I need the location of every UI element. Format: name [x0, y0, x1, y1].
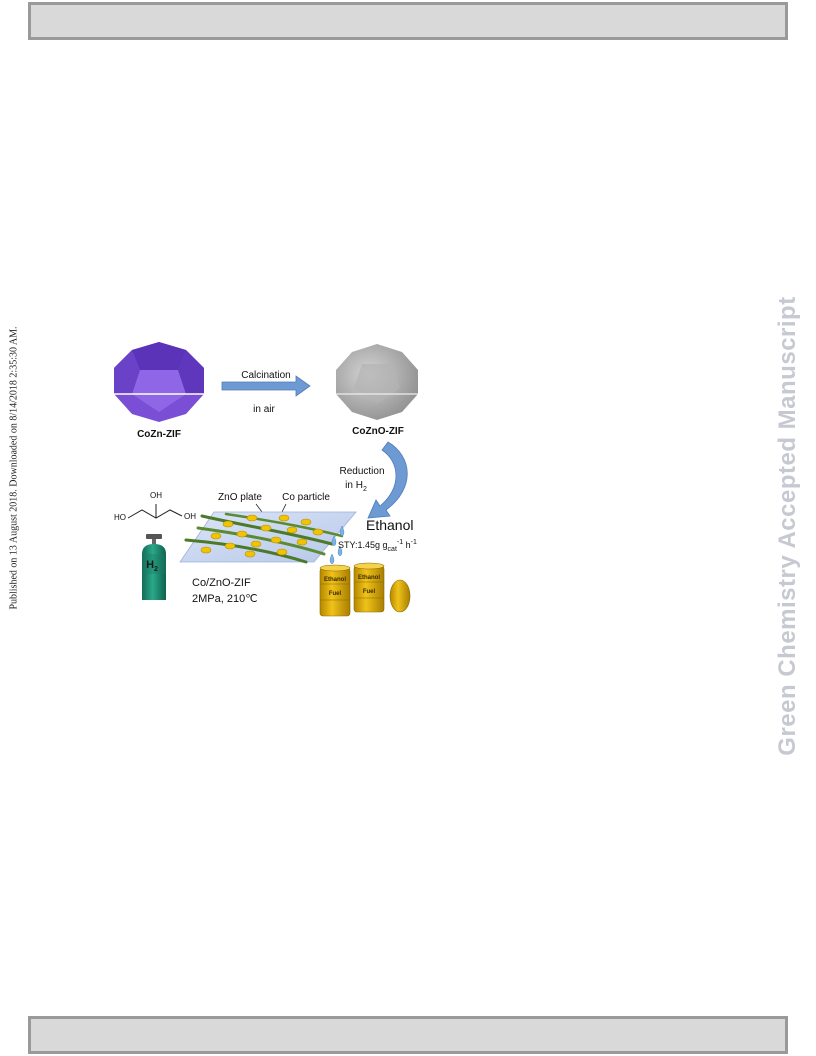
barrel-ethanol-label-2: Ethanol	[358, 575, 380, 581]
label-cozno-zif: CoZnO-ZIF	[352, 426, 404, 437]
ethanol-droplets	[329, 525, 345, 565]
glycerol-oh-top: OH	[150, 491, 162, 500]
label-in-h2: in H2	[345, 480, 367, 493]
label-co-particle: Co particle	[282, 492, 330, 503]
glycerol-structure	[127, 504, 183, 519]
label-reduction: Reduction	[339, 466, 384, 477]
barrel-fuel-label-2: Fuel	[363, 589, 376, 595]
cozno-zif-particle	[336, 344, 418, 420]
label-calcination: Calcination	[241, 370, 290, 381]
glycerol-ho-left: HO	[114, 513, 126, 522]
label-ethanol: Ethanol	[366, 517, 413, 533]
barrel-fuel-label-1: Fuel	[329, 591, 342, 597]
co-particles	[200, 514, 324, 558]
accepted-manuscript-watermark: Green Chemistry Accepted Manuscript	[774, 296, 801, 756]
publication-note: Published on 13 August 2018. Downloaded …	[8, 326, 20, 610]
top-header-bar	[28, 2, 788, 40]
zno-plate-pointer	[255, 503, 263, 513]
fuel-barrels-icon	[319, 562, 411, 617]
label-catalyst: Co/ZnO-ZIF	[192, 577, 251, 589]
label-sty: STY:1.45g gcat-1 h-1	[338, 539, 417, 553]
bottom-footer-bar	[28, 1016, 788, 1054]
barrel-ethanol-label-1: Ethanol	[324, 577, 346, 583]
calcination-arrow	[221, 375, 311, 397]
label-conditions: 2MPa, 210℃	[192, 593, 258, 605]
glycerol-oh-right: OH	[184, 512, 196, 521]
graphical-abstract-figure: CoZn-ZIF Calcination in air CoZnO-ZIF Re…	[106, 330, 430, 630]
catalyst-plate	[179, 511, 357, 564]
cozn-zif-polyhedron	[114, 342, 204, 422]
cylinder-h2-label: H2	[146, 559, 158, 573]
scheme-graphic: CoZn-ZIF Calcination in air CoZnO-ZIF Re…	[114, 342, 418, 617]
co-particle-pointer	[281, 503, 287, 513]
reduction-arrow	[367, 441, 408, 519]
label-in-air: in air	[253, 404, 275, 415]
h2-cylinder-icon	[142, 534, 166, 600]
label-cozn-zif: CoZn-ZIF	[137, 429, 181, 440]
label-zno-plate: ZnO plate	[218, 492, 262, 503]
